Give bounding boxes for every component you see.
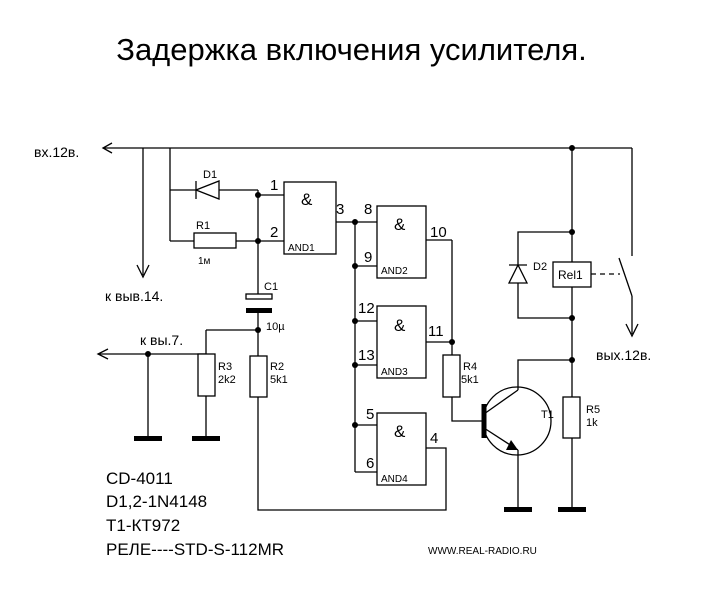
gate-symbol: &: [394, 422, 406, 441]
down-arrow-icon: [136, 264, 150, 279]
junction: [352, 362, 358, 368]
gate-symbol: &: [301, 190, 313, 209]
and4-label: AND4: [381, 474, 408, 485]
r2-resistor: [249, 355, 268, 398]
r4-value: 5k1: [461, 374, 479, 386]
collector-wire: [517, 359, 572, 390]
ground-icon: [134, 436, 162, 441]
r2-value: 5k1: [270, 374, 288, 386]
d1-diode-icon: [194, 180, 220, 200]
relay-contact-switch: [618, 257, 633, 297]
rel1-label: Rel1: [558, 268, 583, 282]
junction: [255, 238, 261, 244]
input-arrow-icon: [101, 142, 113, 154]
output-arrow-icon: [625, 323, 639, 338]
c1-label: C1: [264, 281, 278, 293]
note-line: CD-4011: [106, 469, 173, 488]
pin-label: 9: [364, 249, 372, 266]
pin-label: 11: [428, 323, 444, 340]
and2-gate: [376, 205, 427, 279]
pin-label: 12: [358, 300, 375, 317]
r1-value: 1м: [198, 256, 211, 267]
d2-diode-icon: [507, 263, 529, 284]
r3-label: R3: [218, 361, 232, 373]
r5-value: 1k: [586, 417, 598, 429]
r5-resistor: [562, 396, 581, 439]
note-line: D1,2-1N4148: [106, 492, 207, 511]
gate-symbol: &: [394, 316, 406, 335]
output-label: вых.12в.: [596, 347, 651, 363]
pin-label: 3: [336, 201, 344, 218]
and1-label: AND1: [288, 243, 315, 254]
junction: [255, 192, 261, 198]
d2-label: D2: [533, 261, 547, 273]
junction: [352, 318, 358, 324]
and3-label: AND3: [381, 367, 408, 378]
t1-label: T1: [541, 409, 554, 421]
c1-capacitor-plate: [245, 293, 273, 300]
pin-label: 5: [366, 406, 374, 423]
and2-label: AND2: [381, 266, 408, 277]
ground-icon: [192, 436, 220, 441]
r1-resistor: [193, 232, 237, 249]
r4-to-base-wire: [451, 397, 484, 422]
r4-label: R4: [463, 361, 477, 373]
r3-value: 2k2: [218, 374, 236, 386]
t1-transistor: [482, 386, 552, 456]
d1-label: D1: [203, 169, 217, 181]
pin7-label: к вы.7.: [140, 332, 183, 348]
input-label: вх.12в.: [34, 144, 79, 160]
left-arrow-icon: [96, 348, 109, 360]
r4-resistor: [442, 354, 461, 398]
t1-collector: [483, 389, 519, 415]
c1-value: 10µ: [266, 321, 285, 333]
ground-icon: [504, 507, 532, 512]
pin-label: 4: [430, 430, 438, 447]
r1-label: R1: [196, 220, 210, 232]
junction: [352, 263, 358, 269]
r5-label: R5: [586, 404, 600, 416]
r3-resistor: [197, 353, 216, 397]
pin-label: 2: [270, 224, 278, 241]
pin-label: 10: [430, 224, 447, 241]
and4-feedback-wire: [257, 397, 447, 511]
junction: [352, 219, 358, 225]
pin-label: 8: [364, 201, 372, 218]
and1-gate: [283, 181, 337, 255]
note-line: T1-КТ972: [106, 516, 180, 535]
junction: [569, 145, 575, 151]
emitter-arrow-icon: [506, 440, 518, 450]
pin14-label: к выв.14.: [105, 288, 163, 304]
junction: [352, 422, 358, 428]
r2-label: R2: [270, 361, 284, 373]
note-line: РЕЛЕ----STD-S-112MR: [106, 540, 284, 559]
c1-capacitor-plate: [246, 308, 272, 313]
and3-gate: [376, 305, 427, 379]
relay-coil: [552, 261, 592, 288]
page-title: Задержка включения усилителя.: [116, 32, 587, 67]
pin-label: 6: [366, 455, 374, 472]
pin-label: 1: [270, 177, 278, 194]
ground-icon: [558, 507, 586, 512]
watermark: WWW.REAL-RADIO.RU: [428, 546, 537, 557]
pin-label: 13: [358, 347, 375, 364]
gate-symbol: &: [394, 215, 406, 234]
and4-gate: [376, 412, 427, 486]
